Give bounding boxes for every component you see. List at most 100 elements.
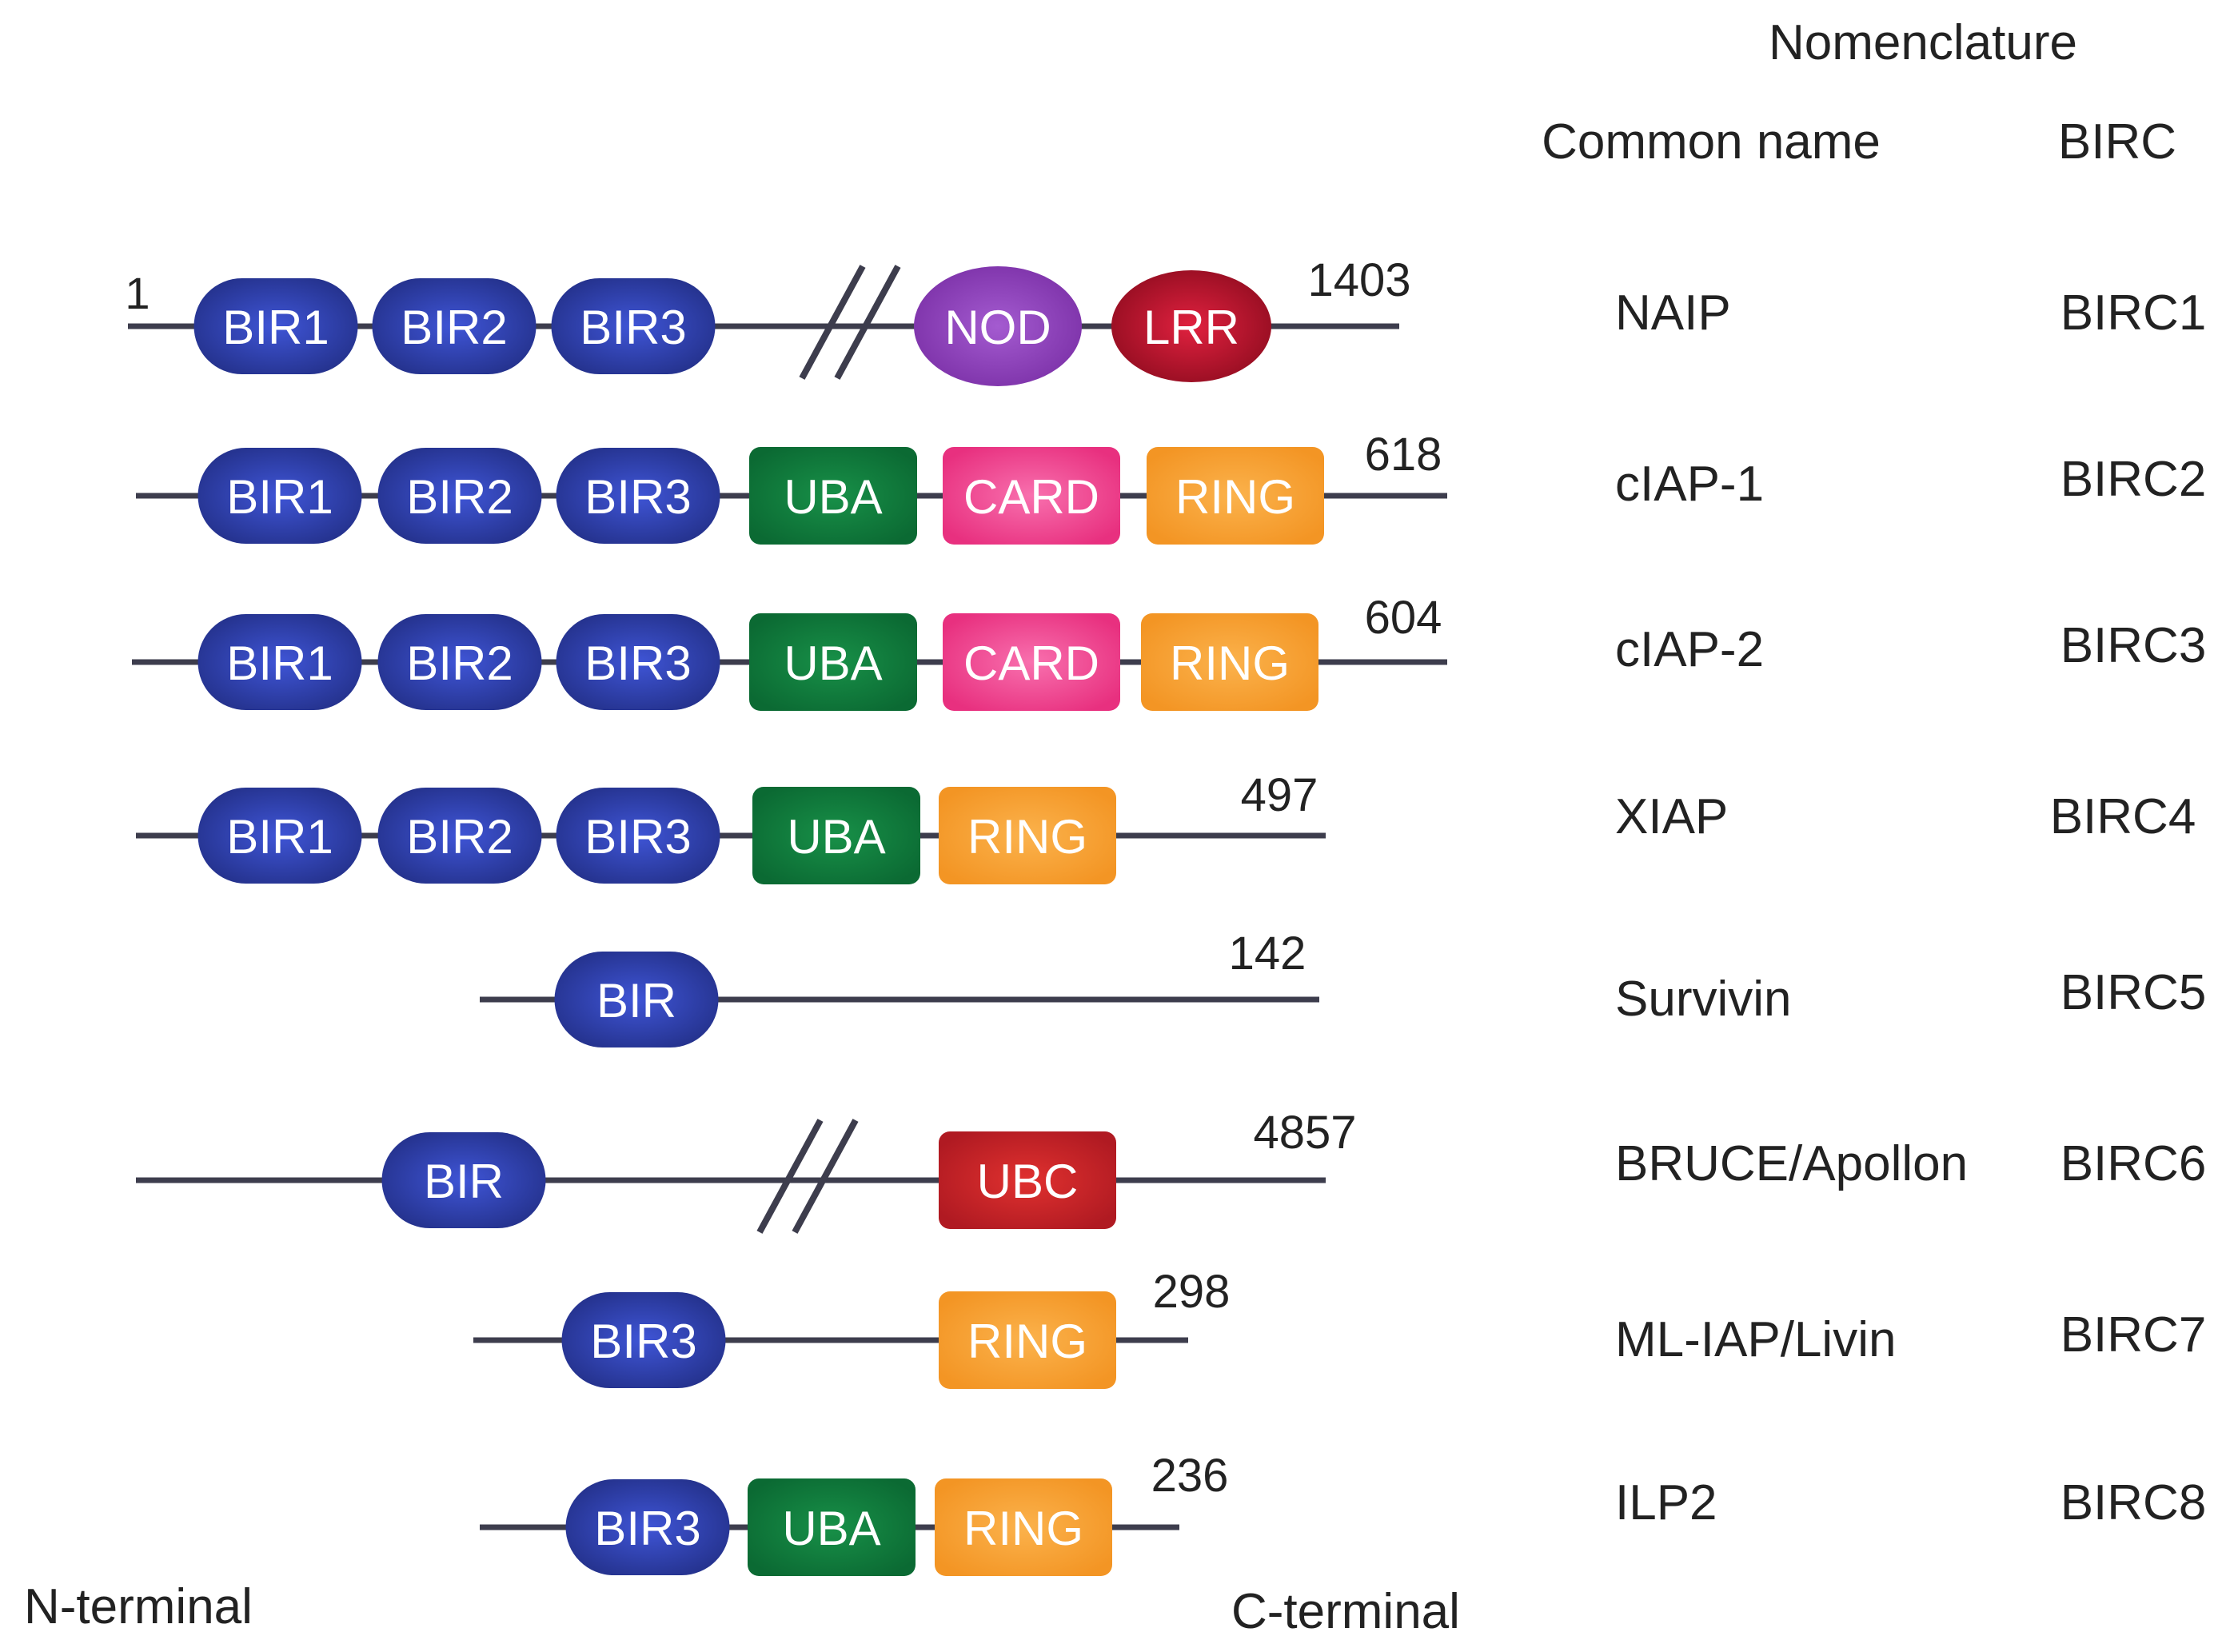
break-mark [792,1119,859,1234]
domain-label: CARD [963,470,1099,524]
domain-ring: RING [939,787,1116,884]
protein-row: BIR1 BIR2 BIR3 UBA CARD RING 604 cIAP-2 BIRC3 [132,592,2206,711]
domain-shape [197,448,362,544]
domain-shape [556,614,720,710]
start-residue-label: 1 [125,268,150,318]
domain-label: NOD [944,301,1051,354]
domain-label: UBA [784,470,882,524]
domain-shape [197,788,362,884]
c-terminal-label: C-terminal [1231,1584,1460,1639]
domain-label: BIR2 [401,301,507,354]
domain-label: BIR1 [226,810,333,864]
end-residue-label: 298 [1153,1266,1231,1318]
domain-uba: UBA [749,447,917,545]
domain-shape [377,788,542,884]
domain-label: BIR1 [222,301,329,354]
common-name-heading: Common name [1542,114,1881,170]
domain-label: BIR3 [594,1502,700,1555]
domain-bir2: BIR2 [372,278,537,374]
domain-shape [193,278,358,374]
domain-shape [381,1132,546,1228]
domain-shape [372,278,537,374]
domain-label: BIR3 [590,1315,696,1368]
domain-shape [943,613,1120,711]
domain-bir: BIR [381,1132,546,1228]
domain-shape [939,787,1116,884]
domain-label: BIR1 [226,470,333,524]
domain-bir1: BIR1 [197,448,362,544]
domain-label: BIR3 [580,301,686,354]
domain-card: CARD [943,447,1120,545]
common-name: Survivin [1615,972,1792,1027]
domain-card: CARD [943,613,1120,711]
domain-label: UBC [977,1155,1079,1208]
domain-uba: UBA [752,787,920,884]
domain-label: RING [1170,636,1290,690]
domain-label: RING [967,1315,1087,1368]
end-residue-label: 4857 [1253,1107,1356,1159]
domain-label: BIR3 [584,470,691,524]
common-name: ML-IAP/Livin [1615,1312,1896,1367]
domain-shape [914,266,1082,386]
domain-shape [561,1292,726,1388]
domain-shape [197,614,362,710]
end-residue-label: 497 [1241,769,1318,821]
domain-shape [556,788,720,884]
domain-lrr: LRR [1111,270,1271,382]
end-residue-label: 618 [1365,429,1442,481]
domain-uba: UBA [749,613,917,711]
end-residue-label: 1403 [1307,254,1410,306]
end-residue-label: 236 [1151,1450,1229,1502]
domain-label: UBA [784,636,882,690]
common-name: cIAP-2 [1615,622,1764,677]
domain-label: RING [1175,470,1295,524]
domain-shape [935,1478,1112,1576]
domain-label: CARD [963,636,1099,690]
domain-bir2: BIR2 [377,788,542,884]
domain-label: BIR3 [584,810,691,864]
domain-shape [1111,270,1271,382]
birc-name: BIRC3 [2060,618,2207,673]
domain-bir3: BIR3 [556,614,720,710]
birc-name: BIRC2 [2060,452,2207,507]
end-residue-label: 604 [1365,592,1442,644]
nomenclature-heading: Nomenclature [1769,15,2077,70]
domain-label: RING [967,810,1087,864]
birc-name: BIRC4 [2050,789,2196,844]
break-mark [799,265,866,380]
domain-label: BIR2 [406,810,513,864]
domain-nod: NOD [914,266,1082,386]
domain-shape [554,952,719,1047]
domain-label: BIR [424,1155,504,1208]
domain-shape [377,448,542,544]
domain-label: LRR [1143,301,1239,354]
domain-uba: UBA [748,1478,916,1576]
domain-label: BIR2 [406,636,513,690]
domain-ring: RING [935,1478,1112,1576]
domain-bir2: BIR2 [377,614,542,710]
domain-ring: RING [1141,613,1318,711]
domain-shape [943,447,1120,545]
domain-label: UBA [782,1502,880,1555]
domain-shape [565,1479,730,1575]
domain-label: BIR3 [584,636,691,690]
break-mark [834,265,901,380]
domain-label: BIR1 [226,636,333,690]
domain-shape [752,787,920,884]
domain-shape [1141,613,1318,711]
common-name: BRUCE/Apollon [1615,1136,1968,1191]
birc-name: BIRC8 [2060,1475,2207,1530]
domain-label: UBA [787,810,885,864]
domain-shape [1147,447,1324,545]
common-name: cIAP-1 [1615,457,1764,512]
domain-bir3: BIR3 [556,788,720,884]
birc-heading: BIRC [2058,114,2176,170]
domain-shape [556,448,720,544]
domain-shape [748,1478,916,1576]
